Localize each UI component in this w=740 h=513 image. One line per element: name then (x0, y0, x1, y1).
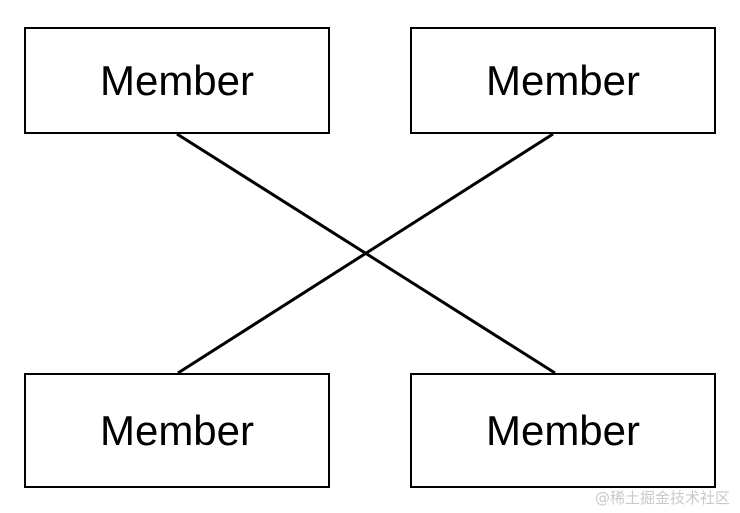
node-member-top-right[interactable]: Member (410, 27, 716, 134)
edge-top-right-to-bottom-left (177, 132, 554, 375)
node-label: Member (99, 56, 255, 104)
node-label: Member (99, 406, 255, 454)
node-member-bottom-left[interactable]: Member (24, 373, 330, 488)
node-label: Member (485, 56, 641, 104)
watermark: @稀土掘金技术社区 (594, 489, 730, 507)
node-member-top-left[interactable]: Member (24, 27, 330, 134)
node-label: Member (485, 406, 641, 454)
edge-top-left-to-bottom-right (176, 132, 556, 375)
node-member-bottom-right[interactable]: Member (410, 373, 716, 488)
